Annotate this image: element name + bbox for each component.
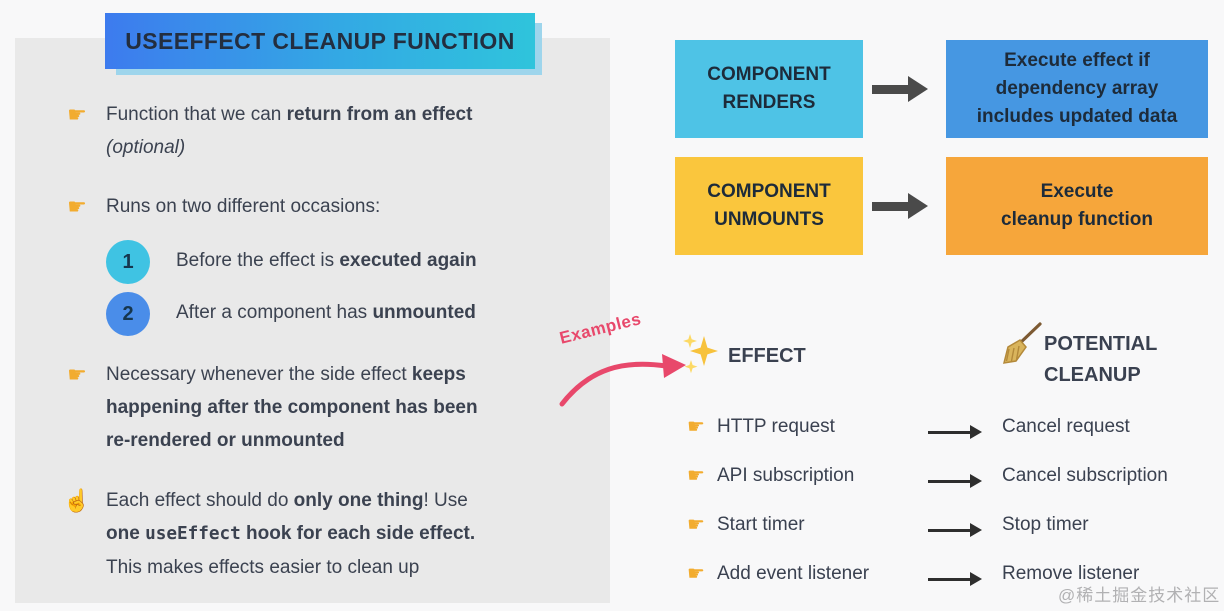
effect-column-header: EFFECT	[728, 345, 806, 367]
index-up-hand-icon: ☝	[63, 488, 91, 513]
bullet-text: Each effect should do only one thing! Us…	[106, 490, 476, 578]
arrow-head	[908, 193, 928, 219]
number-badge-2: 2	[106, 292, 150, 336]
pointing-right-hand-icon: ☛	[687, 514, 705, 536]
cleanup-label: Remove listener	[1002, 563, 1140, 584]
pointing-right-hand-icon: ☛	[687, 563, 705, 585]
arrow-shaft	[872, 201, 908, 211]
effect-label: API subscription	[717, 465, 855, 486]
occasion-2-text: After a component has unmounted	[176, 302, 476, 323]
arrow-right-icon	[928, 425, 982, 439]
bullet-text: Necessary whenever the side effect keeps…	[106, 364, 478, 451]
bullet-return-from-effect: ☛ Function that we can return from an ef…	[62, 98, 472, 164]
arrow-right-icon	[928, 474, 982, 488]
bullet-text: Runs on two different occasions:	[106, 196, 381, 217]
cleanup-label: Cancel subscription	[1002, 465, 1168, 486]
sparkles-icon	[683, 334, 718, 374]
bullet-one-thing: ☝ Each effect should do only one thing! …	[62, 484, 475, 584]
occasion-1-text: Before the effect is executed again	[176, 250, 477, 271]
arrow-right-icon	[928, 523, 982, 537]
effect-label: HTTP request	[717, 416, 835, 437]
badge-number: 1	[122, 250, 134, 273]
bullet-necessary-when: ☛ Necessary whenever the side effect kee…	[62, 358, 478, 457]
pointing-right-hand-icon: ☛	[67, 102, 87, 127]
watermark: @稀土掘金技术社区	[1058, 586, 1221, 605]
pointing-right-hand-icon: ☛	[687, 465, 705, 487]
arrow-right-icon	[872, 76, 928, 102]
pointing-right-hand-icon: ☛	[67, 362, 87, 387]
effect-label: Start timer	[717, 514, 805, 535]
effect-label: Add event listener	[717, 563, 870, 584]
broom-icon	[1002, 322, 1042, 364]
cleanup-label: Cancel request	[1002, 416, 1130, 437]
number-badge-1: 1	[106, 240, 150, 284]
arrow-head	[908, 76, 928, 102]
arrow-right-icon	[928, 572, 982, 586]
arrow-shaft	[872, 84, 908, 94]
pointing-right-hand-icon: ☛	[67, 194, 87, 219]
pointing-right-hand-icon: ☛	[687, 416, 705, 438]
page-title: USEEFFECT CLEANUP FUNCTION	[105, 13, 535, 69]
bullet-text: Function that we can return from an effe…	[106, 104, 473, 158]
curved-arrow-icon	[559, 354, 686, 407]
arrow-right-icon	[872, 193, 928, 219]
cleanup-label: Stop timer	[1002, 514, 1089, 535]
bullet-two-occasions: ☛ Runs on two different occasions:	[62, 190, 380, 223]
badge-number: 2	[122, 302, 134, 325]
